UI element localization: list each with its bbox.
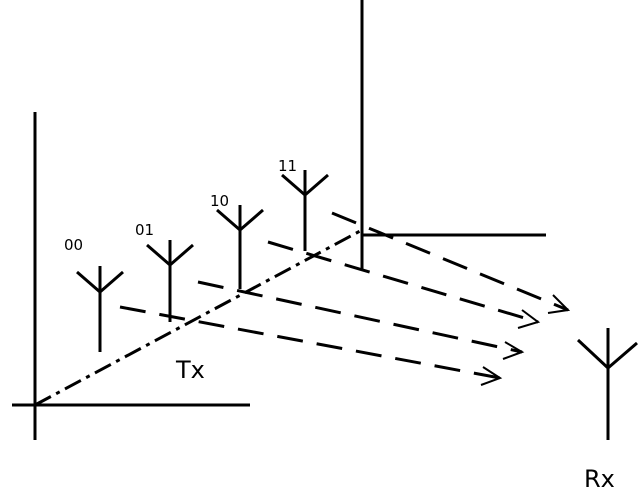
beam-11 (331, 211, 569, 312)
antenna-00 (76, 266, 124, 352)
rx-label: Rx (584, 465, 615, 493)
antenna-label-10: 10 (210, 192, 229, 210)
antenna-label-01: 01 (135, 221, 154, 239)
antenna-label-00: 00 (64, 236, 83, 254)
far-axes (360, 0, 546, 270)
beam-11-arrowhead (547, 294, 571, 314)
tx-axes (12, 112, 250, 440)
beam-10-arrowhead (517, 309, 541, 329)
antenna-11 (281, 170, 329, 251)
beam-10 (267, 240, 539, 324)
tx-label: Tx (175, 356, 205, 384)
antenna-10 (216, 205, 264, 289)
antenna-01 (146, 240, 194, 322)
beam-00 (119, 305, 501, 380)
beam-paths (119, 211, 571, 386)
rx-antenna (576, 328, 638, 440)
array-axis-line (34, 228, 363, 407)
beam-01-arrowhead (502, 341, 525, 360)
beam-00-arrowhead (480, 366, 503, 386)
antenna-label-11: 11 (278, 157, 297, 175)
beam-01 (197, 280, 523, 354)
